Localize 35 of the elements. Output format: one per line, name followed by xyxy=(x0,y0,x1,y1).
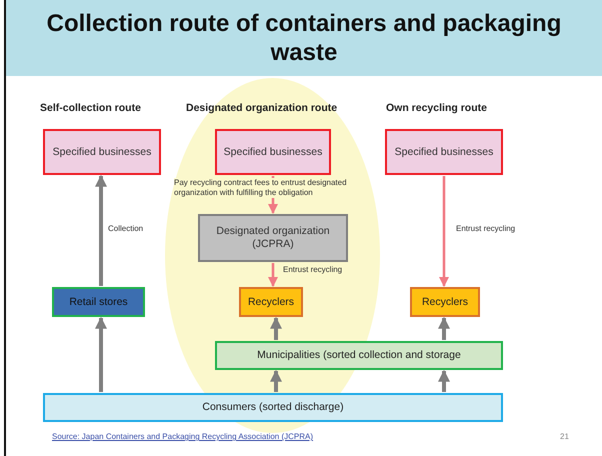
process-box xyxy=(239,287,303,317)
node-text: Recyclers xyxy=(422,296,468,308)
title: Collection route of containers and packaging waste xyxy=(46,9,562,67)
arrow xyxy=(95,174,107,286)
node-text: Municipalities (sorted collection and storage xyxy=(257,349,461,362)
arrow xyxy=(439,176,449,287)
arrow xyxy=(268,263,278,287)
node-text: Recyclers xyxy=(248,296,294,308)
node-text: Specified businesses xyxy=(224,146,322,158)
arrow xyxy=(95,316,107,392)
arrow xyxy=(270,370,282,392)
edge-label: Entrust recycling xyxy=(283,265,344,275)
process-box xyxy=(198,214,348,262)
column-heading: Designated organization route xyxy=(186,102,338,114)
arrow xyxy=(270,316,282,340)
node-text: Retail stores xyxy=(69,296,128,308)
edge-label: Collection xyxy=(108,224,144,234)
arrow xyxy=(438,370,450,392)
process-box xyxy=(410,287,480,317)
node-text: Specified businesses xyxy=(52,146,152,158)
process-box xyxy=(385,129,503,175)
process-box xyxy=(52,287,145,317)
process-box xyxy=(43,129,161,175)
process-box xyxy=(215,129,331,175)
arrow xyxy=(438,316,450,340)
node-text: Designated organization (JCPRA) xyxy=(215,225,331,251)
edge-label: Entrust recycling xyxy=(456,224,516,234)
source-link: Source: Japan Containers and Packaging Recycling Association (JCPRA) xyxy=(52,432,314,441)
node-text: Specified businesses xyxy=(394,146,494,158)
node-text: Consumers (sorted discharge) xyxy=(202,401,344,414)
process-box xyxy=(43,393,503,422)
page-number: 21 xyxy=(560,432,569,441)
column-heading: Own recycling route xyxy=(386,102,487,114)
column-heading: Self-collection route xyxy=(40,102,141,114)
process-box xyxy=(215,341,503,370)
